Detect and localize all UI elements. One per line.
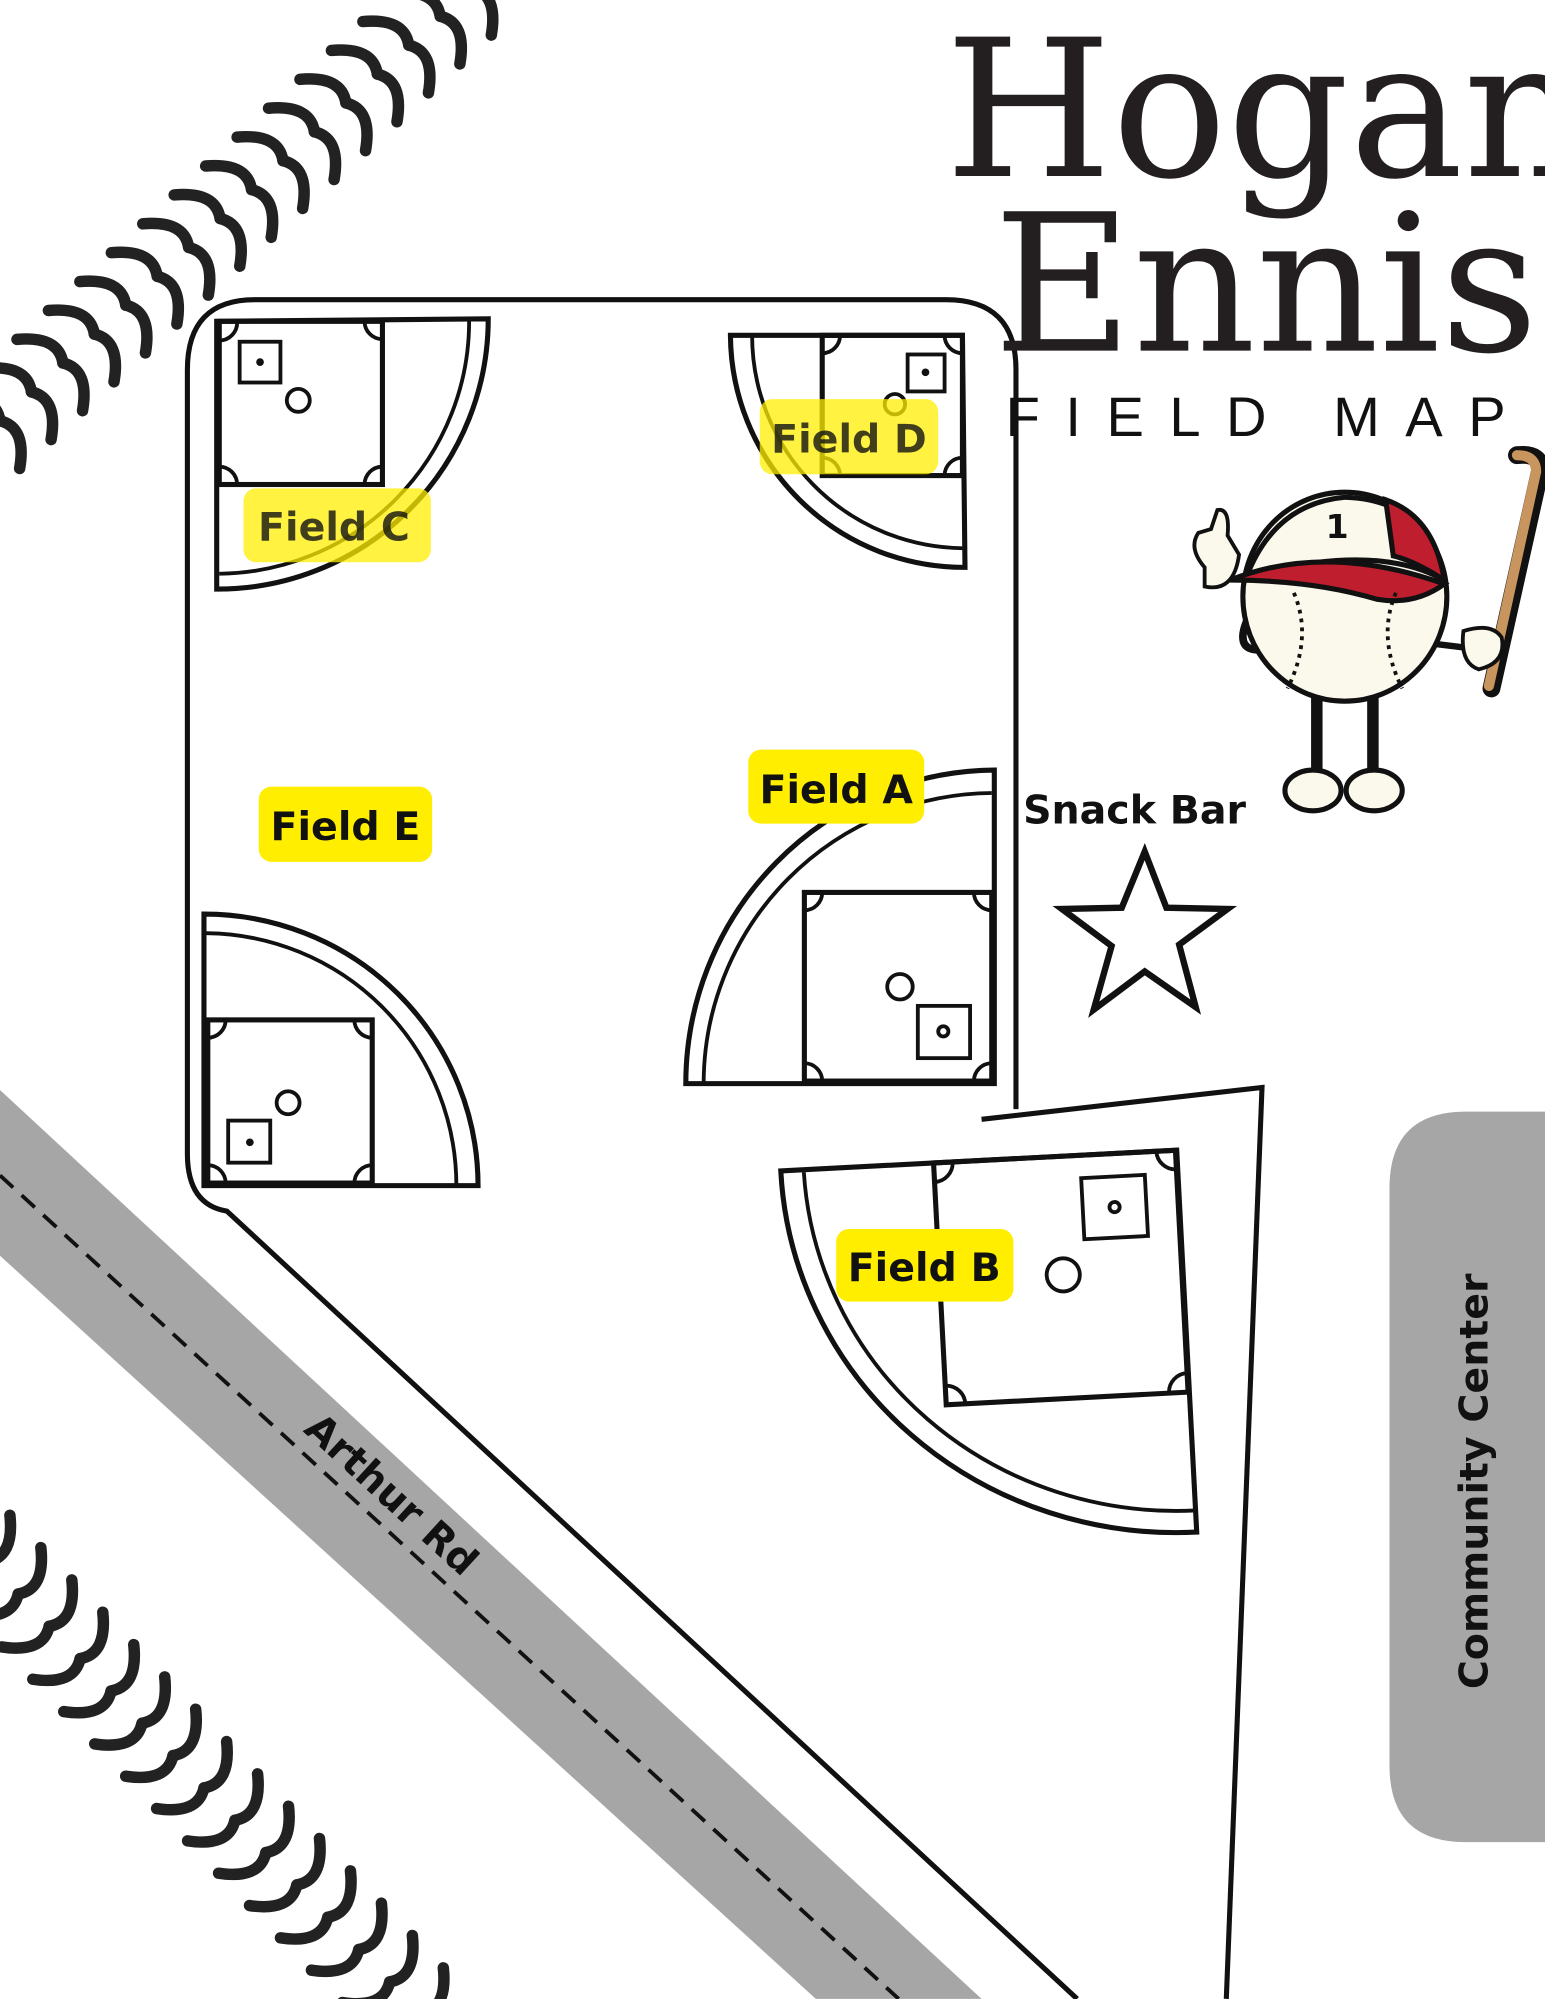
stitch-mark bbox=[181, 1814, 241, 1848]
snack-bar-label: Snack Bar bbox=[1023, 788, 1246, 834]
community-center: Community Center bbox=[1389, 1111, 1545, 1843]
field-c-label: Field C bbox=[258, 505, 410, 551]
title-line-1: Hogan bbox=[945, 0, 1545, 222]
subtitle: FIELD MAP bbox=[1006, 385, 1531, 448]
stitch-mark bbox=[353, 1897, 388, 1956]
park-boundary bbox=[184, 297, 1079, 1999]
stitch-mark bbox=[57, 357, 90, 417]
field-b bbox=[778, 1147, 1200, 1536]
stitch-mark bbox=[274, 1911, 334, 1945]
title-line-2: Ennis bbox=[993, 175, 1538, 397]
field-a bbox=[683, 767, 997, 1087]
stitch-mark bbox=[357, 15, 415, 51]
stitch-mark bbox=[74, 1606, 110, 1665]
stitch-mark bbox=[199, 159, 258, 196]
stitch-mark bbox=[294, 73, 352, 109]
stitch-mark bbox=[198, 1735, 233, 1794]
stitch-mark bbox=[212, 1846, 272, 1881]
stitch-mark bbox=[58, 1685, 117, 1719]
stitch-mark bbox=[182, 241, 216, 301]
stitch-mark bbox=[277, 154, 310, 215]
field-d-label: Field D bbox=[771, 417, 927, 463]
field-label-a[interactable]: Field A bbox=[748, 749, 925, 824]
field-e bbox=[201, 911, 481, 1189]
stitch-mark bbox=[12, 1541, 48, 1600]
stitch-mark bbox=[119, 1749, 179, 1784]
stitch-mark bbox=[0, 1620, 55, 1654]
stitch-mark bbox=[371, 68, 405, 128]
stitch-mark bbox=[260, 1800, 295, 1859]
stitch-mark bbox=[481, 0, 499, 41]
arthur-road: Arthur Rd bbox=[0, 1090, 982, 1999]
stitch-mark bbox=[0, 362, 38, 398]
field-a-label: Field A bbox=[760, 767, 914, 813]
stitch-mark bbox=[229, 1768, 264, 1826]
baseball-stitch-icon bbox=[0, 0, 499, 1999]
field-label-e[interactable]: Field E bbox=[258, 786, 433, 862]
star-icon bbox=[1052, 843, 1238, 1018]
community-boundary bbox=[981, 1084, 1265, 1999]
stitch-mark bbox=[120, 299, 153, 359]
stitch-mark bbox=[151, 270, 185, 330]
stitch-mark bbox=[325, 44, 384, 80]
stitch-mark bbox=[43, 1574, 79, 1633]
snack-bar[interactable]: Snack Bar bbox=[1023, 788, 1246, 1018]
stitch-mark bbox=[383, 1929, 419, 1988]
stitch-mark bbox=[137, 217, 195, 254]
stitch-mark bbox=[11, 333, 69, 369]
stitch-mark bbox=[150, 1782, 210, 1816]
field-label-d[interactable]: Field D bbox=[759, 399, 939, 475]
stitch-mark bbox=[433, 1962, 450, 1999]
stitch-mark bbox=[88, 328, 122, 388]
stitch-mark bbox=[434, 10, 468, 70]
field-e-label: Field E bbox=[271, 804, 421, 850]
stitch-mark bbox=[243, 1879, 303, 1913]
stitch-mark bbox=[42, 304, 101, 340]
stitch-mark bbox=[0, 415, 27, 475]
stitch-mark bbox=[231, 130, 289, 167]
field-label-c[interactable]: Field C bbox=[243, 488, 431, 563]
stitch-mark bbox=[105, 246, 163, 283]
field-d bbox=[727, 332, 968, 570]
stitch-mark bbox=[25, 386, 59, 446]
stitch-mark bbox=[262, 102, 321, 138]
stitch-mark bbox=[27, 1652, 86, 1687]
stitch-mark bbox=[322, 1865, 357, 1923]
stitch-mark bbox=[291, 1832, 326, 1891]
stitch-mark bbox=[419, 0, 446, 22]
field-label-b[interactable]: Field B bbox=[836, 1228, 1014, 1302]
stitch-mark bbox=[340, 97, 373, 157]
stitch-mark bbox=[105, 1638, 141, 1697]
stitch-mark bbox=[403, 39, 436, 99]
stitch-mark bbox=[167, 1703, 203, 1762]
cap-number: 1 bbox=[1326, 507, 1349, 546]
stitch-mark bbox=[214, 212, 247, 272]
community-center-label: Community Center bbox=[1452, 1273, 1498, 1689]
baseball-mascot-icon: 1 bbox=[1192, 445, 1545, 814]
stitch-mark bbox=[74, 275, 132, 311]
stitch-mark bbox=[308, 126, 342, 186]
stitch-mark bbox=[136, 1671, 172, 1730]
stitch-mark bbox=[0, 1509, 17, 1563]
stitch-mark bbox=[168, 188, 226, 225]
field-b-label: Field B bbox=[848, 1245, 1001, 1291]
stitch-mark bbox=[337, 1976, 396, 1999]
stitch-mark bbox=[88, 1717, 148, 1751]
stitch-mark bbox=[305, 1943, 365, 1977]
title-block: Hogan Ennis FIELD MAP bbox=[945, 0, 1545, 448]
stitch-mark bbox=[245, 183, 279, 244]
